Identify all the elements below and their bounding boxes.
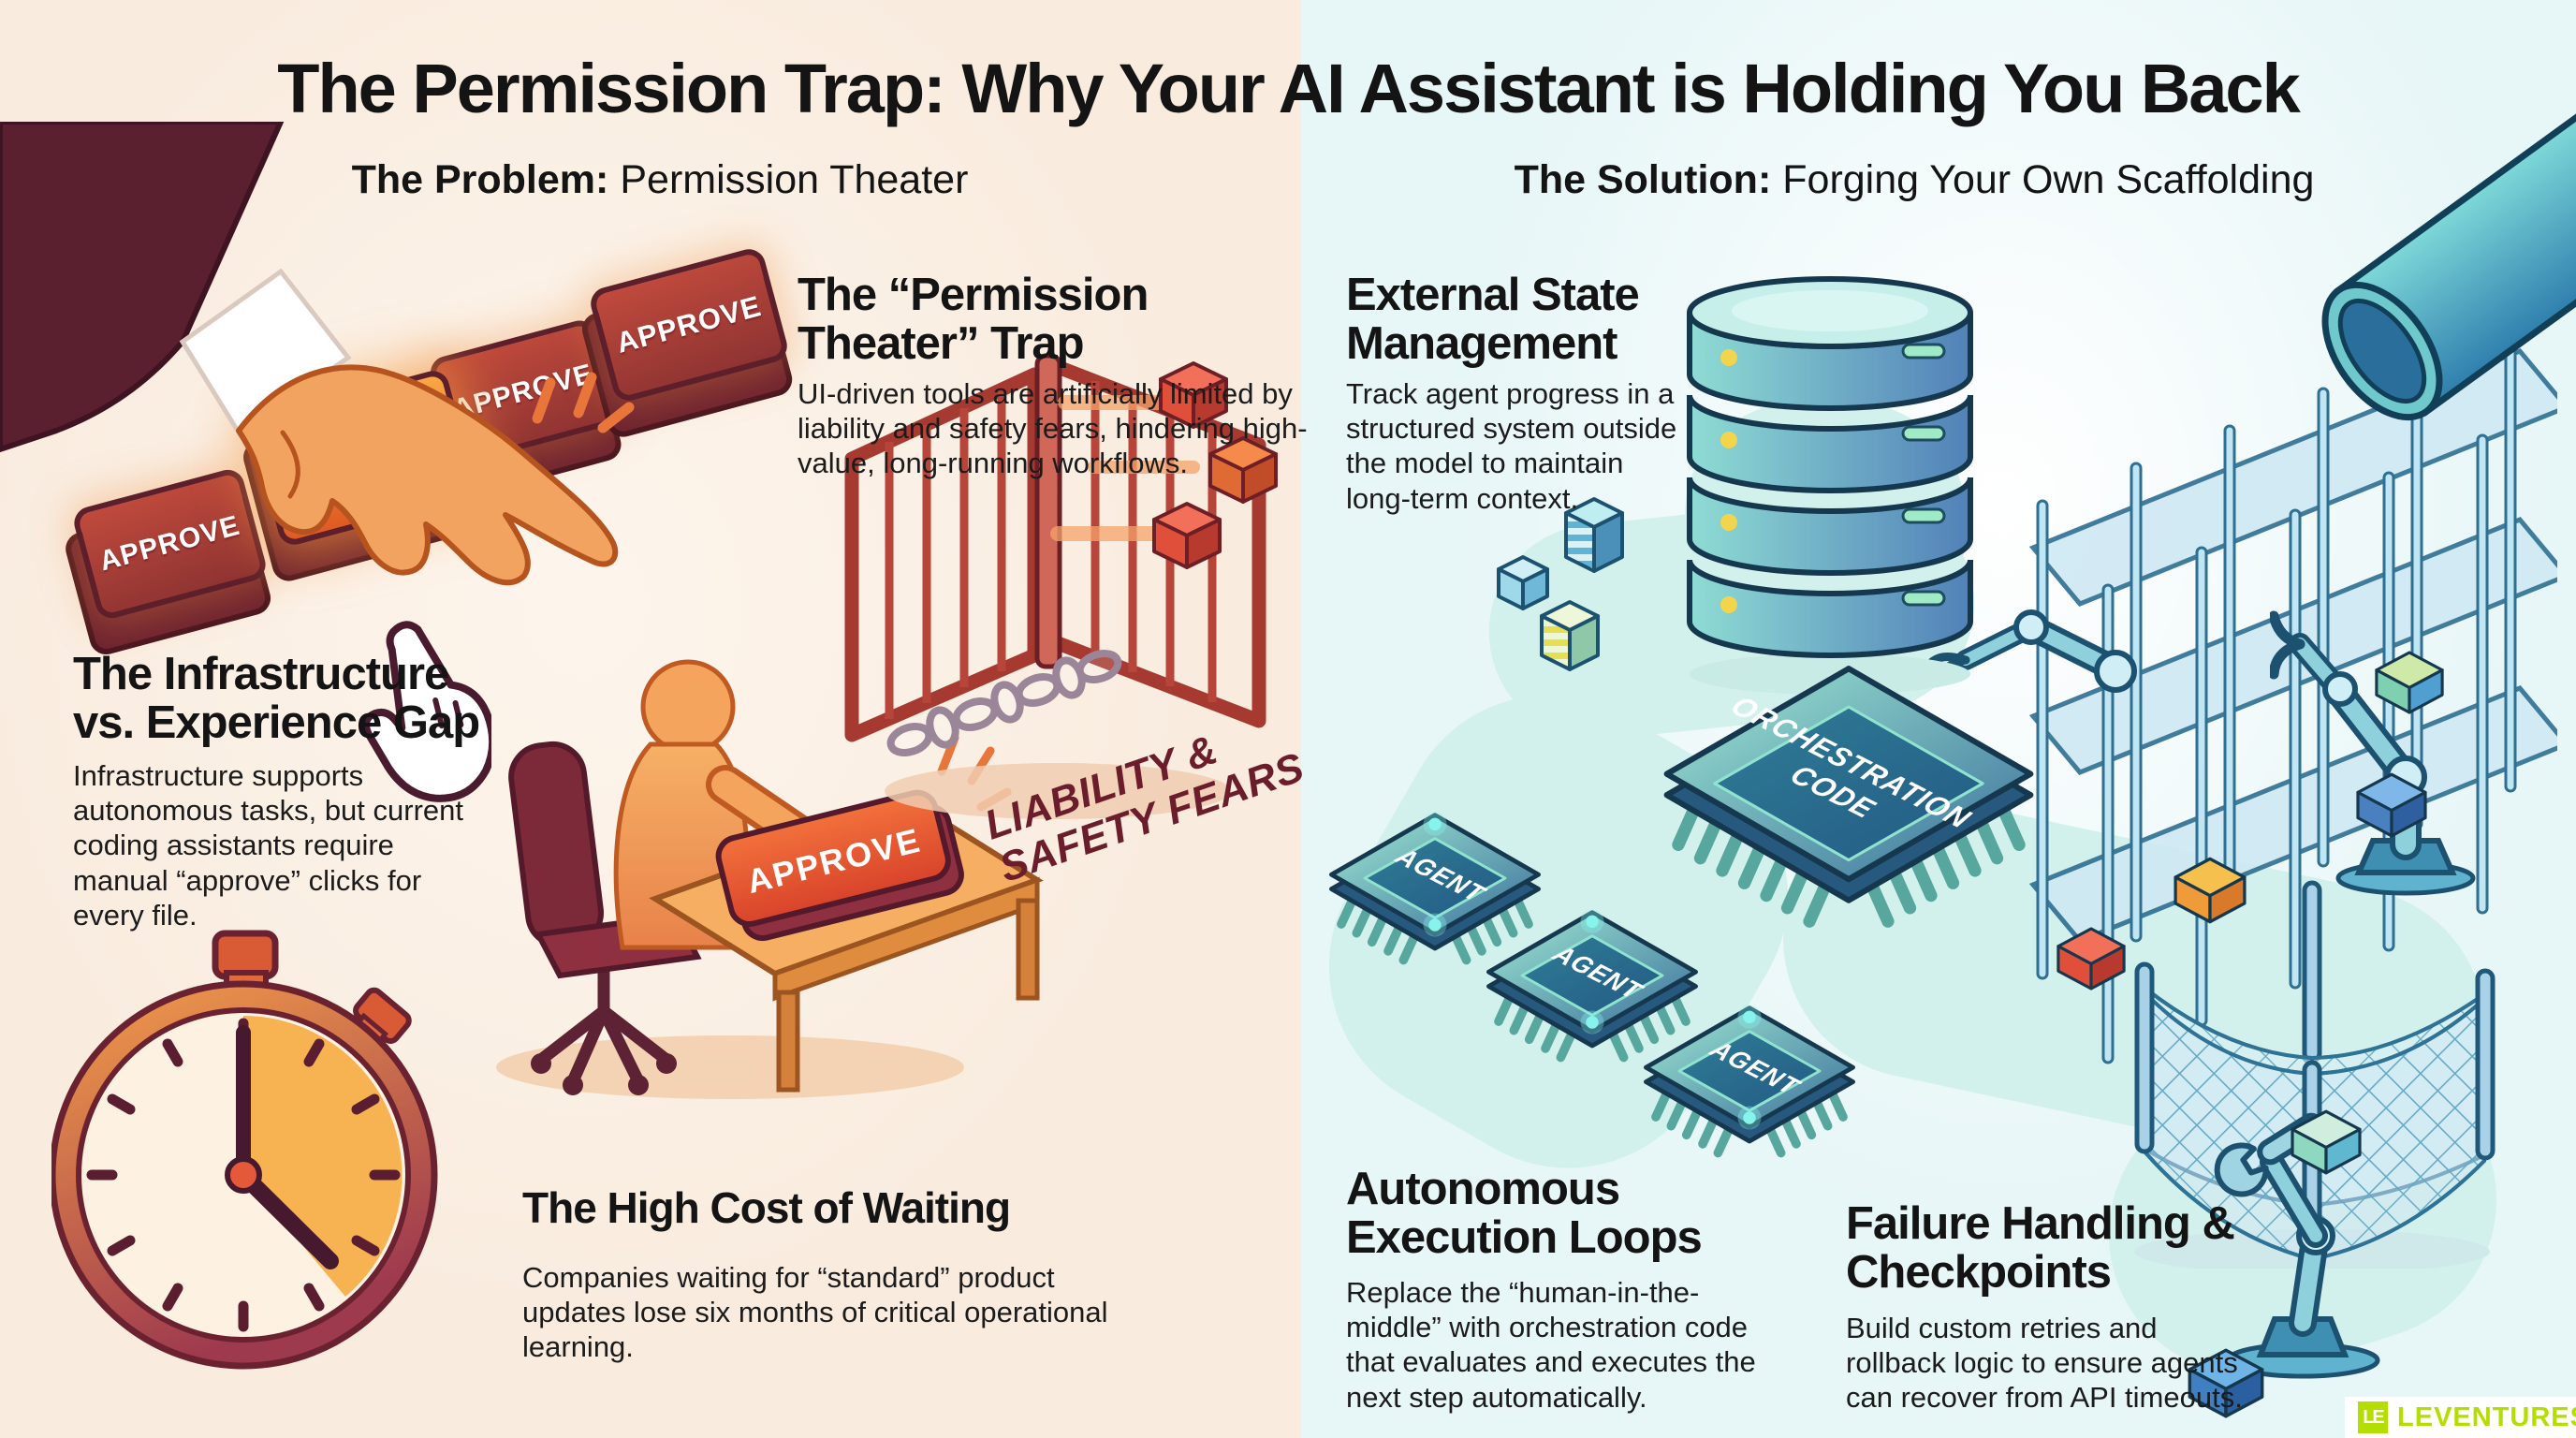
emphasis-marks-icon xyxy=(532,372,635,433)
robot-arm-icon xyxy=(2270,610,2476,896)
block-icon xyxy=(2375,651,2444,714)
agent-chip-icon: AGENT xyxy=(1486,909,1698,1063)
problem-subtitle-name: Permission Theater xyxy=(620,157,969,202)
block-icon xyxy=(2356,772,2427,838)
brand-mark-icon: LE xyxy=(2358,1401,2389,1433)
problem-subtitle: The Problem:Permission Theater xyxy=(122,157,1198,203)
section-body-autonomous-loops: Replace the “human-in-the-middle” with o… xyxy=(1346,1276,1756,1414)
solution-subtitle: The Solution:Forging Your Own Scaffoldin… xyxy=(1310,157,2518,203)
pointing-hand-icon xyxy=(0,122,619,586)
section-heading-external-state: External State Management xyxy=(1346,270,1640,369)
server-towers-icon xyxy=(1497,497,1624,671)
section-heading-failure-handling: Failure Handling & Checkpoints xyxy=(1846,1198,2235,1298)
block-icon xyxy=(2056,927,2126,990)
brand-logo: LE LEVENTURES xyxy=(2345,1397,2576,1438)
orchestration-chip-icon: ORCHESTRATION CODE xyxy=(1663,666,2034,928)
stopwatch-icon xyxy=(51,930,438,1370)
solution-subtitle-label: The Solution: xyxy=(1514,157,1772,202)
section-heading-high-cost-of-waiting: The High Cost of Waiting xyxy=(522,1183,1011,1232)
page-title: The Permission Trap: Why Your AI Assista… xyxy=(277,50,2301,127)
liability-gate-illustration xyxy=(844,353,1278,819)
database-icon xyxy=(1687,276,1973,695)
section-body-external-state: Track agent progress in a structured sys… xyxy=(1346,377,1677,515)
safety-net-icon xyxy=(2134,880,2496,1269)
section-body-permission-theater-trap: UI-driven tools are artificially limited… xyxy=(798,377,1308,480)
section-body-high-cost-of-waiting: Companies waiting for “standard” product… xyxy=(522,1261,1108,1364)
agent-chip-icon: AGENT xyxy=(1644,1005,1855,1158)
cursor-hand-icon xyxy=(361,621,491,802)
block-icon xyxy=(2188,1348,2264,1418)
problem-subtitle-label: The Problem: xyxy=(351,157,609,202)
section-body-infrastructure-gap: Infrastructure supports autonomous tasks… xyxy=(73,759,464,932)
solution-subtitle-name: Forging Your Own Scaffolding xyxy=(1782,157,2315,202)
block-icon xyxy=(2174,857,2247,924)
brand-name: LEVENTURES xyxy=(2397,1401,2576,1432)
agent-chip-icon: AGENT xyxy=(1329,812,1541,965)
worker-at-desk-illustration: APPROVE xyxy=(496,659,1044,1099)
section-heading-autonomous-loops: Autonomous Execution Loops xyxy=(1346,1164,1703,1263)
block-icon xyxy=(2291,1109,2362,1175)
section-heading-permission-theater-trap: The “Permission Theater” Trap xyxy=(798,270,1149,369)
section-body-failure-handling: Build custom retries and rollback logic … xyxy=(1846,1312,2243,1415)
section-heading-infrastructure-gap: The Infrastructure vs. Experience Gap xyxy=(73,649,480,748)
pipe-icon xyxy=(2321,112,2576,421)
